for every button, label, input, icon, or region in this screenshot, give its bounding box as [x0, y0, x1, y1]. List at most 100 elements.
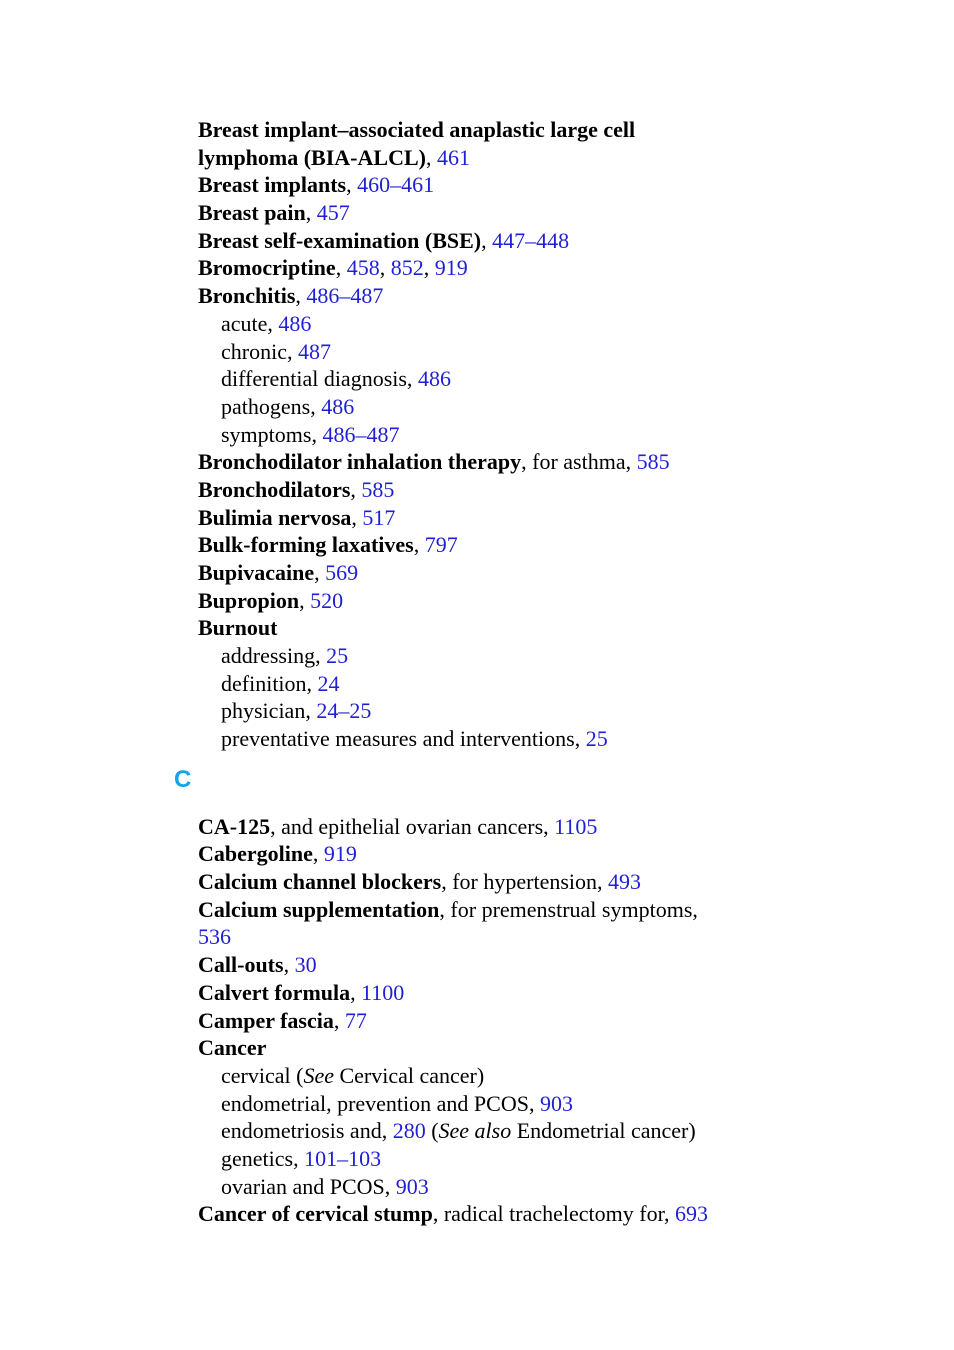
index-separator: , — [350, 980, 362, 1005]
index-term: Burnout — [198, 615, 278, 640]
index-term: Cabergoline — [198, 841, 313, 866]
index-subentry: chronic, 487 — [221, 338, 331, 366]
page-link[interactable]: 457 — [316, 200, 350, 225]
index-entry-bronchodilators: Bronchodilators, 585 — [198, 476, 394, 504]
index-term: Bronchitis — [198, 283, 296, 308]
page-link[interactable]: 585 — [361, 477, 395, 502]
index-subentry: endometriosis and, 280 (See also Endomet… — [221, 1117, 696, 1145]
page-link[interactable]: 461 — [436, 145, 470, 170]
index-subentry: symptoms, 486–487 — [221, 421, 399, 449]
subentry-text: definition, — [221, 671, 318, 696]
page-link[interactable]: 77 — [344, 1008, 367, 1033]
page-link[interactable]: 486–487 — [322, 422, 400, 447]
page-link[interactable]: 903 — [395, 1174, 429, 1199]
index-subentry: pathogens, 486 — [221, 393, 354, 421]
index-subentry: preventative measures and interventions,… — [221, 725, 608, 753]
page-link[interactable]: 486–487 — [306, 283, 384, 308]
index-term: CA-125 — [198, 814, 271, 839]
index-separator: , for premenstrual symptoms, — [439, 897, 698, 922]
index-subentry: differential diagnosis, 486 — [221, 365, 451, 393]
index-entry-breast-implants: Breast implants, 460–461 — [198, 171, 434, 199]
index-subentry: genetics, 101–103 — [221, 1145, 381, 1173]
page-link[interactable]: 520 — [310, 588, 344, 613]
index-entry-bromocriptine: Bromocriptine, 458, 852, 919 — [198, 255, 468, 280]
index-separator: , — [314, 560, 326, 585]
page-link[interactable]: 25 — [585, 726, 608, 751]
page-link[interactable]: 25 — [326, 643, 349, 668]
index-entry-ccb: Calcium channel blockers, for hypertensi… — [198, 868, 641, 896]
page-link[interactable]: 693 — [675, 1201, 709, 1226]
page-link[interactable]: 536 — [198, 924, 231, 949]
index-separator: , — [299, 588, 311, 613]
page-link[interactable]: 852 — [390, 255, 424, 280]
page-link[interactable]: 447–448 — [492, 228, 570, 253]
index-subentry: endometrial, prevention and PCOS, 903 — [221, 1090, 573, 1118]
index-term: Breast implants — [198, 172, 347, 197]
index-entry-bronchitis: Bronchitis, 486–487 — [198, 282, 383, 310]
page-link[interactable]: 486 — [321, 394, 355, 419]
subentry-text: acute, — [221, 311, 279, 336]
page-link[interactable]: 797 — [424, 532, 458, 557]
subentry-text: preventative measures and interventions, — [221, 726, 586, 751]
subentry-text: genetics, — [221, 1146, 305, 1171]
index-subentry: ovarian and PCOS, 903 — [221, 1173, 429, 1201]
cross-reference[interactable]: Cervical cancer) — [333, 1063, 485, 1088]
page-link[interactable]: 569 — [325, 560, 359, 585]
index-term: Bulimia nervosa — [198, 505, 352, 530]
page-link[interactable]: 486 — [278, 311, 312, 336]
index-separator: , — [333, 1008, 345, 1033]
page-link[interactable]: 101–103 — [304, 1146, 382, 1171]
page-link[interactable]: 1100 — [361, 980, 405, 1005]
index-entry-calcium-supplementation: Calcium supplementation, for premenstrua… — [198, 896, 698, 924]
index-entry-camper: Camper fascia, 77 — [198, 1007, 367, 1035]
page-link[interactable]: 919 — [434, 255, 468, 280]
index-subentry: definition, 24 — [221, 670, 340, 698]
index-term: Camper fascia — [198, 1008, 334, 1033]
index-term: Bronchodilators — [198, 477, 351, 502]
page-link[interactable]: 585 — [636, 449, 670, 474]
index-term: Breast pain — [198, 200, 306, 225]
index-entry-laxatives: Bulk-forming laxatives, 797 — [198, 531, 458, 559]
subentry-text: endometriosis and, — [221, 1118, 393, 1143]
page-link[interactable]: 30 — [294, 952, 317, 977]
subentry-text: symptoms, — [221, 422, 323, 447]
page-link[interactable]: 24–25 — [316, 698, 372, 723]
cross-reference[interactable]: Endometrial cancer) — [511, 1118, 696, 1143]
index-entry-calvert: Calvert formula, 1100 — [198, 979, 404, 1007]
subentry-text: differential diagnosis, — [221, 366, 418, 391]
index-entry-breast-pain: Breast pain, 457 — [198, 199, 350, 227]
index-entry-burnout: Burnout — [198, 614, 277, 642]
page-link[interactable]: 486 — [417, 366, 451, 391]
subentry-text: addressing, — [221, 643, 327, 668]
page-link[interactable]: 458 — [346, 255, 380, 280]
index-term: Bupropion — [198, 588, 300, 613]
page-link[interactable]: 493 — [608, 869, 642, 894]
page-link[interactable]: 24 — [317, 671, 340, 696]
index-entry-bia-alcl-line2: lymphoma (BIA-ALCL), 461 — [198, 144, 470, 172]
index-entry-bse: Breast self-examination (BSE), 447–448 — [198, 227, 569, 255]
index-entry-call-outs: Call-outs, 30 — [198, 951, 317, 979]
index-separator: , — [350, 477, 362, 502]
index-separator: , — [312, 841, 324, 866]
index-separator: , — [283, 952, 295, 977]
index-entry-cervical-stump: Cancer of cervical stump, radical trache… — [198, 1200, 708, 1228]
index-term: Cancer of cervical stump — [198, 1201, 433, 1226]
page-link[interactable]: 280 — [392, 1118, 426, 1143]
page-link[interactable]: 517 — [362, 505, 396, 530]
page-link[interactable]: 487 — [297, 339, 331, 364]
page-link[interactable]: 919 — [323, 841, 357, 866]
index-separator: , — [346, 172, 358, 197]
index-entry-bulimia: Bulimia nervosa, 517 — [198, 504, 395, 532]
index-separator: , radical trachelectomy for, — [432, 1201, 676, 1226]
page-link[interactable]: 460–461 — [357, 172, 435, 197]
page-link[interactable]: 903 — [539, 1091, 573, 1116]
see-also-reference: See also — [438, 1118, 512, 1143]
index-entry-bia-alcl-line1: Breast implant–associated anaplastic lar… — [198, 116, 635, 144]
page-link[interactable]: 1105 — [554, 814, 598, 839]
index-separator: , — [481, 228, 493, 253]
index-entry-bronchodilator-therapy: Bronchodilator inhalation therapy, for a… — [198, 448, 670, 476]
index-entry-calcium-supplementation-cont: 536 — [198, 923, 231, 951]
index-entry-cancer: Cancer — [198, 1034, 266, 1062]
index-separator: , for hypertension, — [441, 869, 609, 894]
